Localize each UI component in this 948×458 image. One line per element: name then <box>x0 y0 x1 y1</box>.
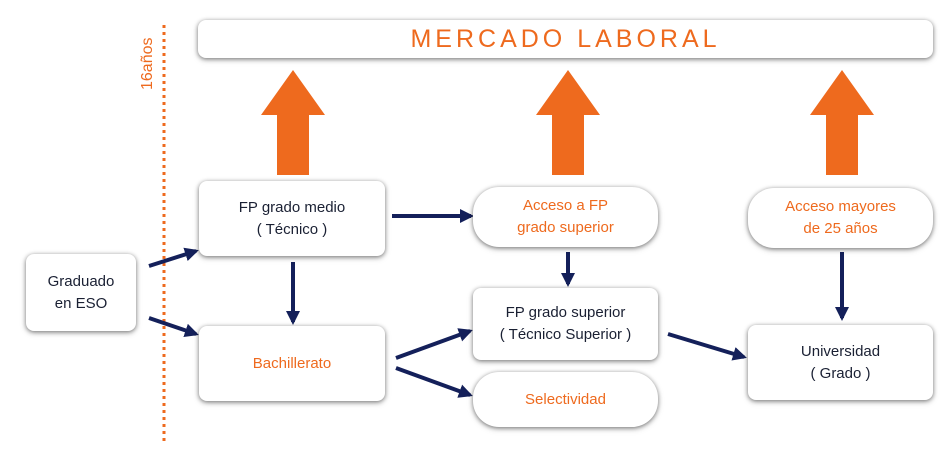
banner-title: MERCADO LABORAL <box>410 24 721 53</box>
up-arrow-left <box>261 70 325 175</box>
node-selectividad-line1: Selectividad <box>525 390 606 408</box>
labor-market-banner: MERCADO LABORAL <box>198 20 933 58</box>
node-fp-medio-line2: ( Técnico ) <box>256 220 328 238</box>
node-graduado-line1: Graduado <box>47 272 115 290</box>
arrow-eso-to-fp-medio <box>148 247 199 268</box>
arrow-eso-to-bachillerato <box>148 316 199 338</box>
node-acceso-fp-superior: Acceso a FP grado superior <box>473 187 658 247</box>
node-selectividad: Selectividad <box>473 372 658 427</box>
node-fp-superior-line2: ( Técnico Superior ) <box>499 326 632 343</box>
node-fp-superior-line1: FP grado superior <box>505 304 626 321</box>
node-graduado-line2: en ESO <box>54 294 108 312</box>
node-fp-grado-superior: FP grado superior ( Técnico Superior ) <box>473 288 658 360</box>
node-acceso-mayores-line1: Acceso mayores <box>785 198 896 215</box>
node-acceso-fp-line1: Acceso a FP <box>522 197 609 214</box>
node-universidad: Universidad ( Grado ) <box>748 325 933 400</box>
node-graduado-eso: Graduado en ESO <box>26 254 136 331</box>
node-universidad-line1: Universidad <box>800 342 881 360</box>
arrow-bachillerato-to-fp-superior <box>395 328 473 360</box>
node-universidad-line2: ( Grado ) <box>810 364 871 382</box>
node-bachillerato: Bachillerato <box>199 326 385 401</box>
node-acceso-mayores-line2: de 25 años <box>803 220 878 237</box>
node-acceso-mayores-25: Acceso mayores de 25 años <box>748 188 933 248</box>
age-label: 16años <box>139 37 156 91</box>
node-acceso-fp-line2: grado superior <box>517 219 614 236</box>
arrow-bachillerato-to-selectividad <box>395 366 473 398</box>
up-arrow-right <box>810 70 874 175</box>
node-fp-medio-line1: FP grado medio <box>238 198 346 216</box>
arrow-fp-superior-to-universidad <box>667 332 747 361</box>
node-bachillerato-line1: Bachillerato <box>252 354 332 372</box>
node-fp-grado-medio: FP grado medio ( Técnico ) <box>199 181 385 256</box>
up-arrow-center <box>536 70 600 175</box>
